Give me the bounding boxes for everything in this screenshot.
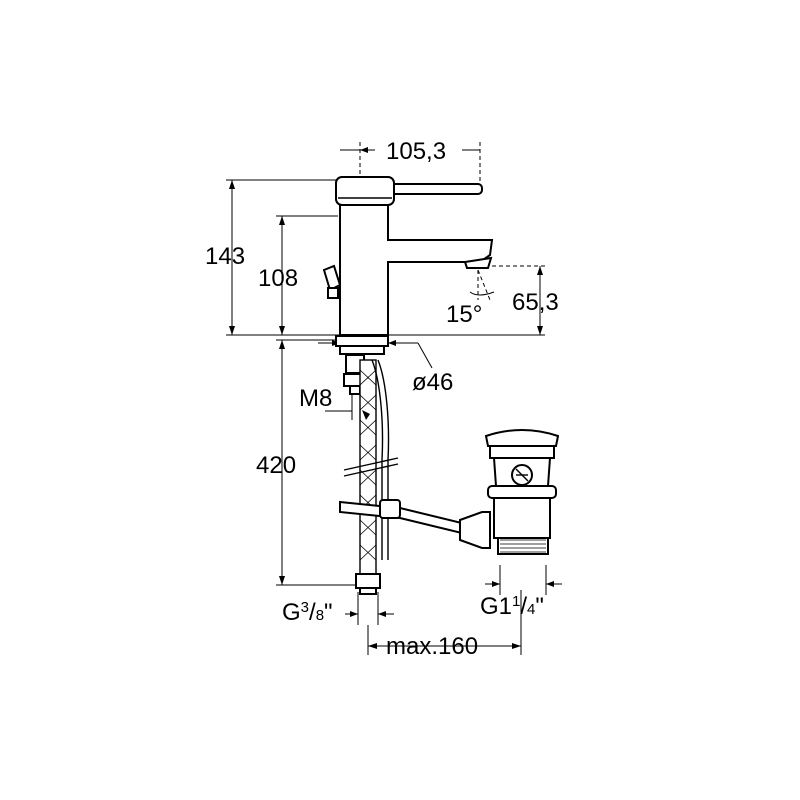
faucet-body <box>322 176 494 395</box>
label-waste-thread: G11/4" <box>480 593 544 620</box>
dimension-lines <box>226 142 562 655</box>
label-total-height: 143 <box>205 243 245 270</box>
label-fixing-thread: M8 <box>299 385 332 412</box>
label-base-diameter: ø46 <box>412 369 453 396</box>
waste-valve <box>484 429 560 555</box>
label-spout-reach: 105,3 <box>386 138 446 165</box>
pull-rod <box>339 499 491 549</box>
label-spout-angle: 15° <box>446 301 482 328</box>
label-max-distance: max.160 <box>386 633 478 660</box>
label-lever-height: 108 <box>258 265 298 292</box>
supply-hose <box>343 359 399 595</box>
label-spout-height: 65,3 <box>512 289 559 316</box>
label-hose-length: 420 <box>256 452 296 479</box>
label-hose-thread: G3/8" <box>282 599 333 626</box>
